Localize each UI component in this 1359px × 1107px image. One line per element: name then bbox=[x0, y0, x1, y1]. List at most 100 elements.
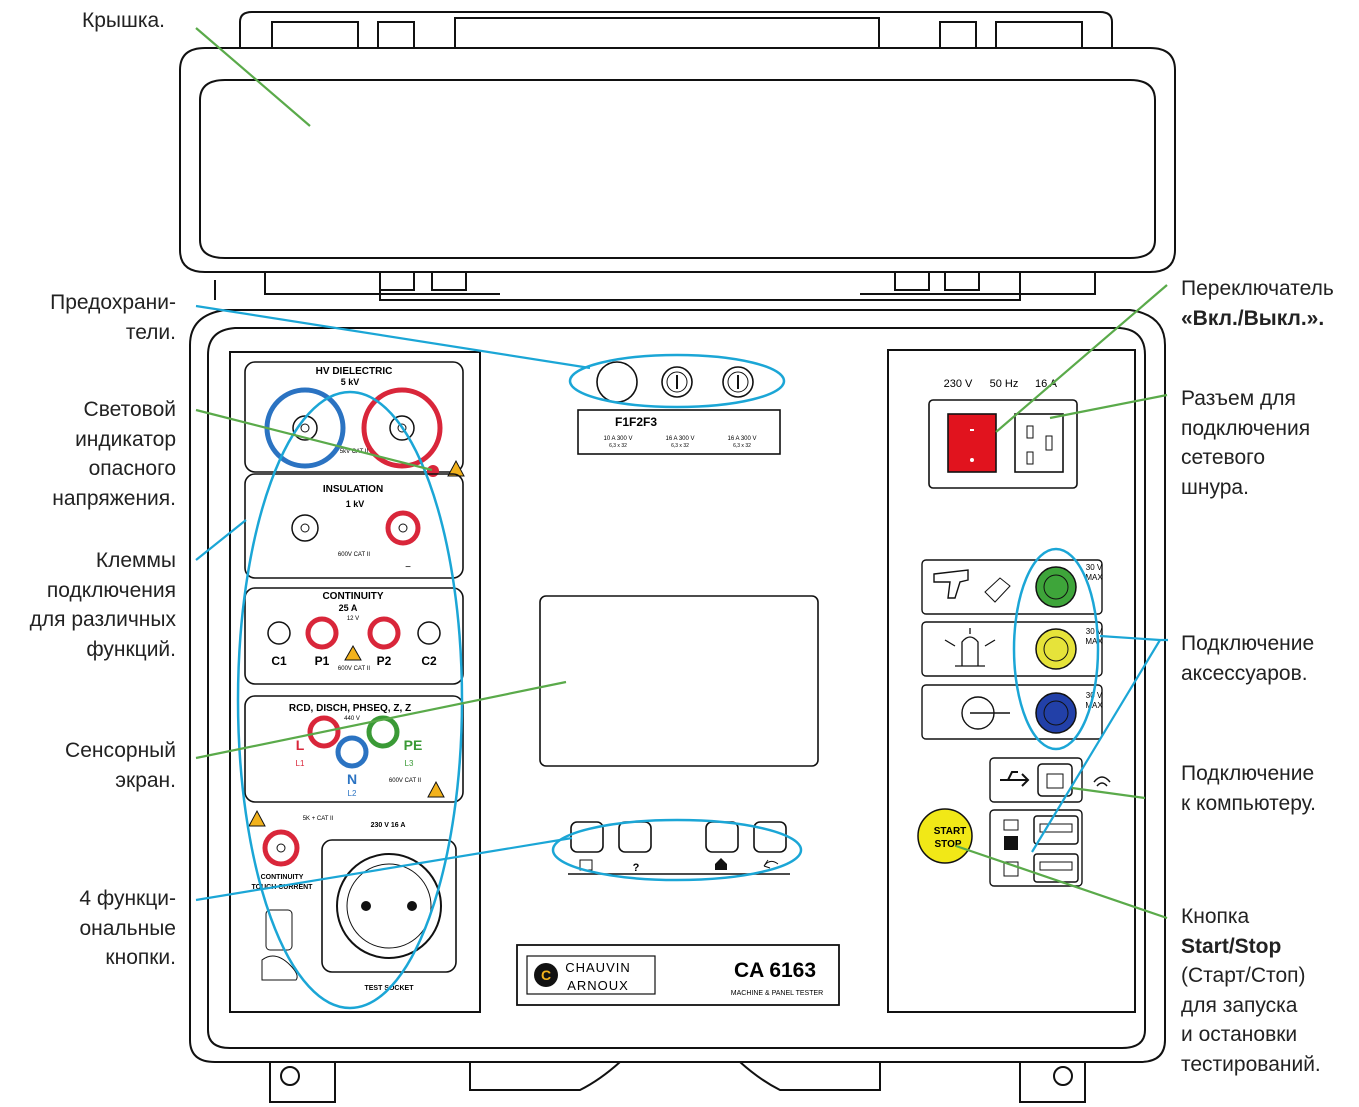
switch-pointer bbox=[995, 284, 1168, 433]
insulation-terminal-minus[interactable] bbox=[385, 510, 421, 546]
lid bbox=[179, 11, 1176, 301]
lid-label: Крышка. bbox=[82, 9, 166, 32]
l-sub: L1 bbox=[296, 759, 305, 768]
l-label: L bbox=[296, 737, 305, 753]
accessory-port-yellow[interactable] bbox=[1035, 628, 1077, 670]
fuse2-size: 6,3 x 32 bbox=[671, 443, 689, 449]
fuse-3[interactable] bbox=[722, 366, 754, 398]
brand-line-1: CHAUVIN bbox=[565, 960, 631, 975]
brand-line-2: ARNOUX bbox=[567, 978, 629, 993]
terminals-highlight bbox=[236, 390, 464, 1010]
warning-icon bbox=[447, 459, 465, 477]
c2-terminal[interactable] bbox=[417, 621, 441, 645]
buttons-pointer bbox=[195, 836, 573, 902]
rcd-title: RCD, DISCH, PHSEQ, Z, Z bbox=[289, 703, 411, 714]
start-pointer bbox=[955, 844, 1168, 920]
c1-label: C1 bbox=[271, 654, 287, 668]
hv-module bbox=[244, 361, 464, 473]
function-button-1[interactable] bbox=[570, 821, 604, 853]
led-pointer bbox=[195, 408, 433, 472]
terminals-pointer bbox=[195, 519, 247, 561]
usb-stick-icon bbox=[1003, 819, 1019, 831]
mains-voltage: 230 V bbox=[944, 378, 973, 390]
usb-a-port-1[interactable] bbox=[1033, 815, 1079, 845]
touch-cat: 5K + CAT II bbox=[303, 816, 334, 822]
highlights bbox=[236, 353, 1100, 1010]
continuity-sub2: 12 V bbox=[347, 616, 359, 622]
l-terminal[interactable] bbox=[307, 715, 341, 749]
touch-screen[interactable] bbox=[539, 595, 819, 767]
pe-terminal[interactable] bbox=[366, 715, 400, 749]
inlet-pointer bbox=[1049, 393, 1168, 420]
insulation-cat: 600V CAT II bbox=[338, 552, 370, 558]
p1-terminal[interactable] bbox=[305, 616, 339, 650]
power-switch-label: Переключатель«Вкл./Выкл.». bbox=[1181, 277, 1334, 330]
touch-label-2: TOUCH CURRENT bbox=[252, 884, 314, 891]
touch-current-terminal[interactable] bbox=[262, 829, 300, 867]
n-label: N bbox=[347, 771, 357, 787]
function-button-2[interactable] bbox=[618, 821, 652, 853]
computer-pointer bbox=[1071, 786, 1146, 800]
brand-plate: C CHAUVIN ARNOUX CA 6163 MACHINE & PANEL… bbox=[516, 944, 840, 1006]
buttons-highlight bbox=[551, 818, 803, 882]
mains-inlet[interactable] bbox=[1014, 413, 1064, 473]
home-icon bbox=[715, 858, 727, 870]
usb-b-port[interactable] bbox=[1037, 763, 1073, 797]
test-socket[interactable] bbox=[336, 853, 442, 959]
warning-icon bbox=[427, 780, 445, 798]
device-base bbox=[189, 309, 1166, 1103]
fuse1-rating: 10 A 300 V bbox=[603, 436, 632, 442]
acc2-rating-1: 30 V bbox=[1086, 627, 1103, 636]
hv-sub: 5 kV bbox=[341, 377, 360, 387]
p1-label: P1 bbox=[315, 654, 330, 668]
fuse3-rating: 16 A 300 V bbox=[727, 436, 756, 442]
rcd-mid: 440 V bbox=[344, 716, 360, 722]
mains-frequency: 50 Hz bbox=[990, 378, 1019, 390]
accessories-pointer-2 bbox=[1031, 639, 1161, 853]
c1-terminal[interactable] bbox=[267, 621, 291, 645]
insulation-sub: 1 kV bbox=[346, 499, 365, 509]
continuity-module bbox=[244, 587, 464, 685]
screen-pointer bbox=[195, 680, 567, 760]
hv-terminal-red[interactable] bbox=[361, 387, 443, 469]
fuse-2[interactable] bbox=[661, 366, 693, 398]
c2-label: C2 bbox=[421, 654, 437, 668]
acc1-rating-2: MAX bbox=[1085, 573, 1103, 582]
insulation-title: INSULATION bbox=[323, 484, 383, 495]
insulation-terminal-plus[interactable] bbox=[291, 514, 319, 542]
barcode-icon bbox=[1004, 836, 1018, 850]
p2-terminal[interactable] bbox=[367, 616, 401, 650]
test-socket-frame bbox=[321, 839, 457, 973]
socket-rating: 230 V 16 A bbox=[371, 822, 406, 829]
n-terminal[interactable] bbox=[335, 735, 369, 769]
lid-pointer bbox=[195, 27, 311, 127]
help-icon: ? bbox=[633, 862, 640, 874]
fuse-title: F1F2F3 bbox=[615, 415, 657, 429]
start-stop-button[interactable] bbox=[917, 808, 973, 864]
fuse2-rating: 16 A 300 V bbox=[665, 436, 694, 442]
continuity-cat: 600V CAT II bbox=[338, 666, 370, 672]
start-label: START bbox=[934, 826, 967, 837]
accessory-port-green[interactable] bbox=[1035, 566, 1077, 608]
function-buttons: ? bbox=[568, 821, 790, 875]
fuse-ratings-plate bbox=[577, 409, 781, 455]
usb-a-port-2[interactable] bbox=[1033, 853, 1079, 883]
accessory-port-blue[interactable] bbox=[1035, 692, 1077, 734]
accessories-highlight bbox=[1012, 547, 1100, 751]
model-name: CA 6163 bbox=[734, 959, 816, 982]
back-icon bbox=[763, 859, 779, 869]
function-button-3[interactable] bbox=[705, 821, 739, 853]
model-subtitle: MACHINE & PANEL TESTER bbox=[731, 990, 823, 997]
fuse-1[interactable] bbox=[596, 361, 638, 403]
mains-current: 16 A bbox=[1035, 378, 1058, 390]
power-switch[interactable] bbox=[947, 413, 997, 473]
fuse1-size: 6,3 x 32 bbox=[609, 443, 627, 449]
